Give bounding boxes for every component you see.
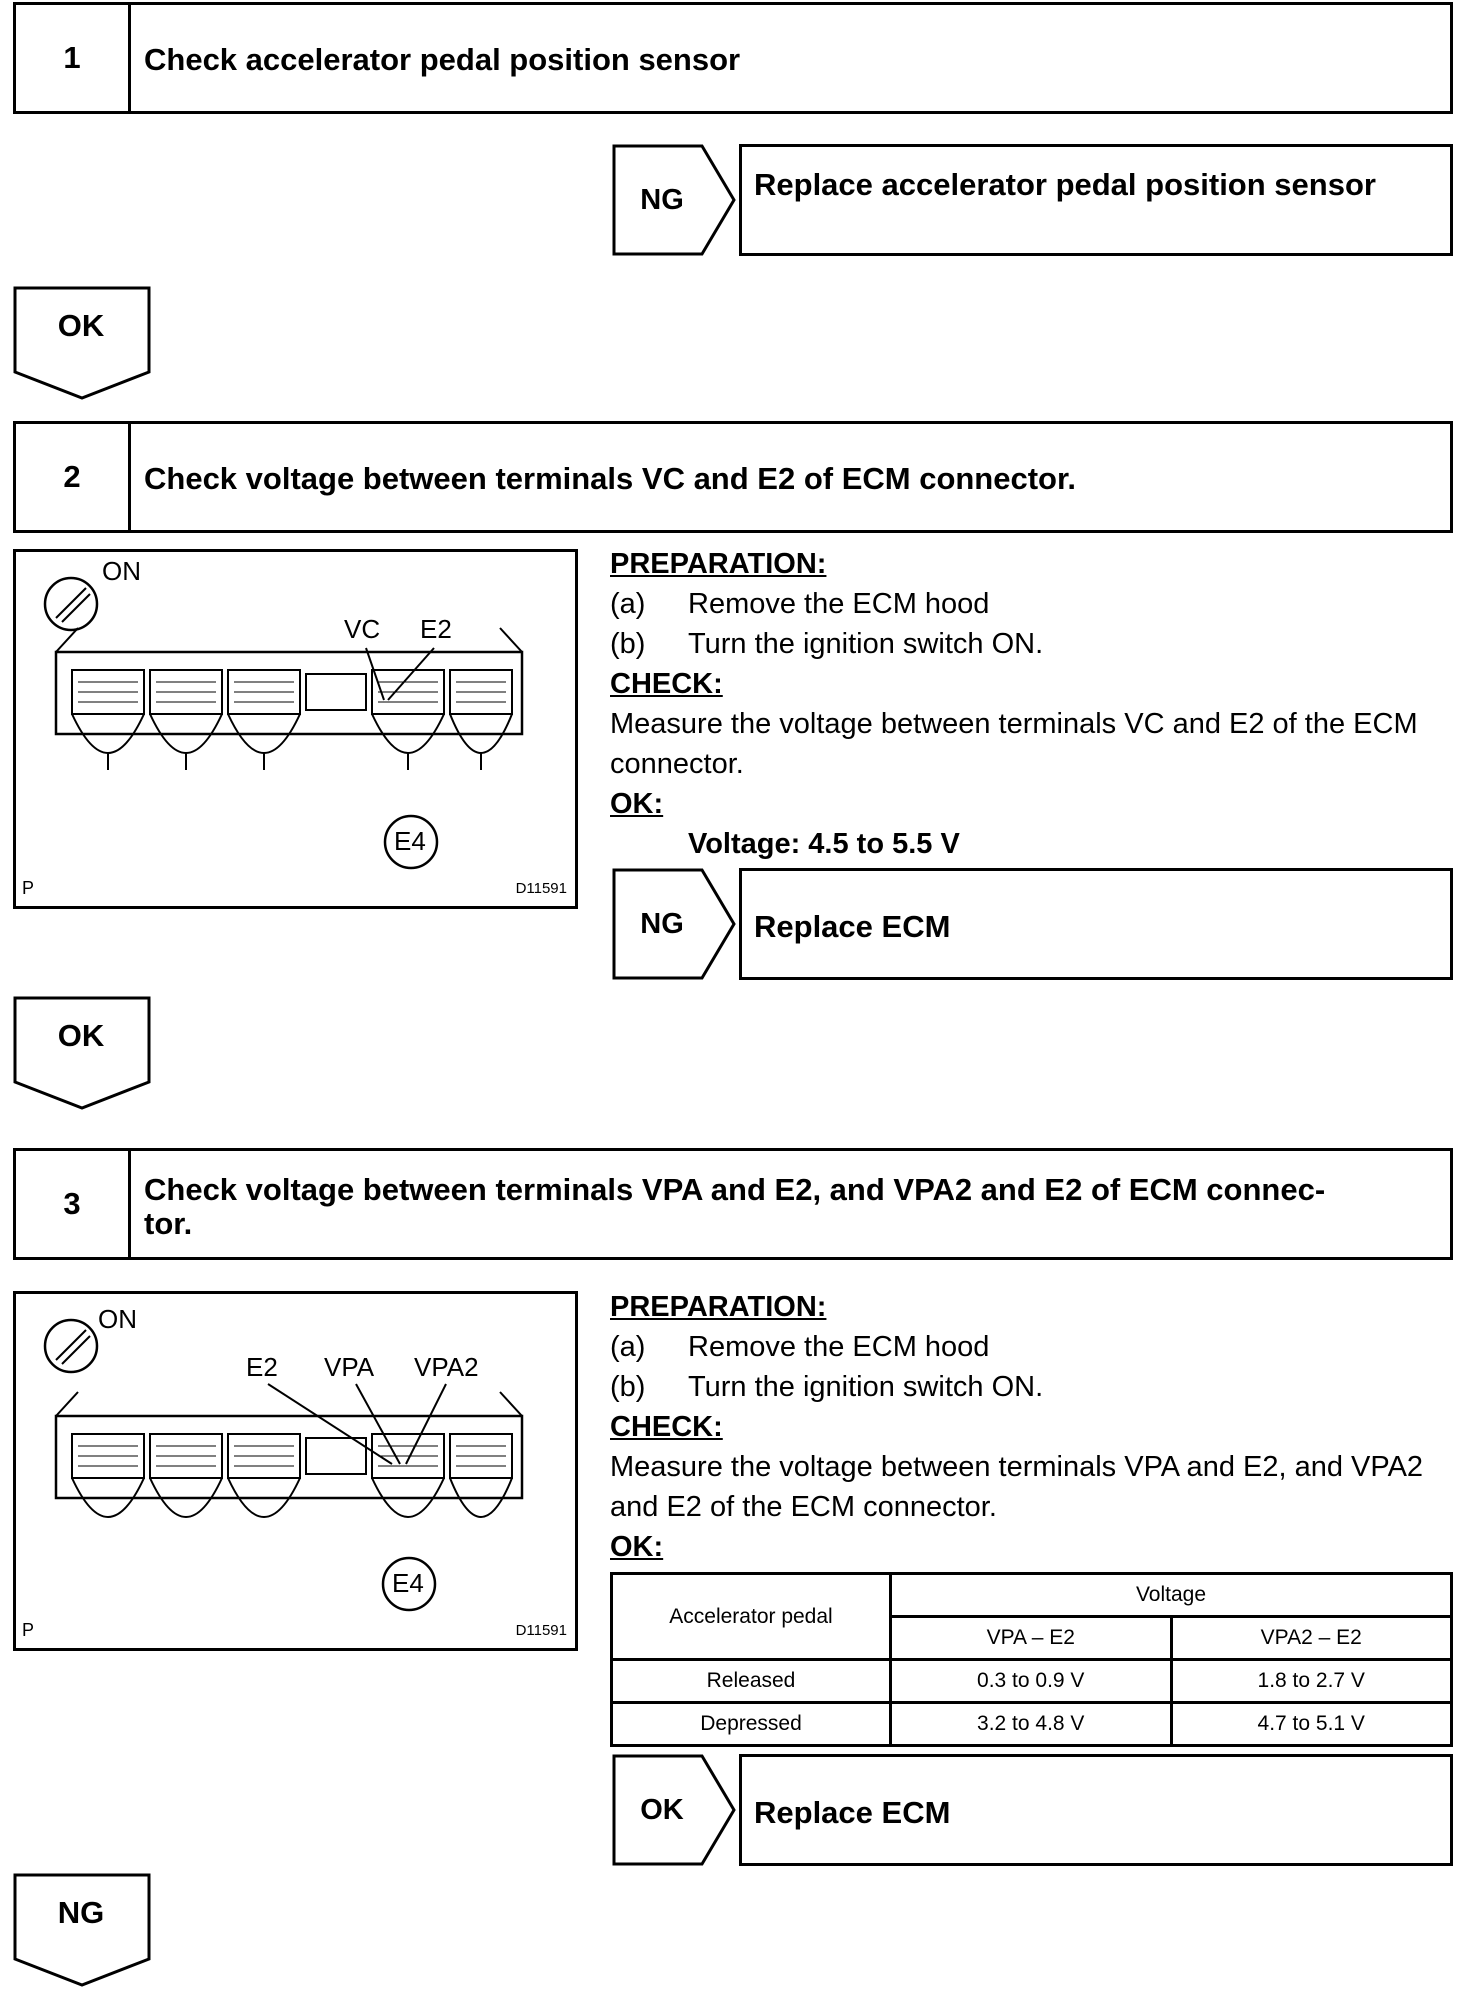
terminal-label-vc: VC <box>344 614 381 644</box>
ecm-connector-figure-vc-e2: ON VC E2 E4 P D11591 <box>13 549 578 909</box>
ok-result-arrow: OK <box>612 1754 736 1866</box>
connector-label-e4: E4 <box>394 826 426 856</box>
arrow-shape <box>612 868 736 980</box>
step-number: 1 <box>16 5 131 111</box>
step-title: Check voltage between terminals VC and E… <box>144 461 1076 496</box>
preparation-item: (a) Remove the ECM hood <box>610 1327 1470 1367</box>
item-text: Turn the ignition switch ON. <box>688 1371 1044 1403</box>
ok-arrow: OK <box>13 286 151 400</box>
table-cell-vpa: 0.3 to 0.9 V <box>889 1658 1173 1704</box>
ecm-connector-figure-vpa: ON E2 VPA VPA2 E4 P D11591 <box>13 1291 578 1651</box>
table-row: Released 0.3 to 0.9 V 1.8 to 2.7 V <box>610 1658 1453 1704</box>
ignition-switch-icon <box>43 1318 99 1374</box>
preparation-heading: PREPARATION: <box>610 548 827 580</box>
ignition-switch-icon <box>43 576 99 632</box>
down-arrow-shape <box>13 286 151 400</box>
ng-label: NG <box>57 1895 105 1930</box>
ok-action-box: Replace ECM <box>739 1754 1453 1866</box>
table-cell-vpa2: 1.8 to 2.7 V <box>1169 1658 1453 1704</box>
ng-label: NG <box>640 907 684 940</box>
arrow-shape <box>612 144 736 256</box>
ng-arrow: NG <box>612 144 736 256</box>
ng-arrow: NG <box>612 868 736 980</box>
ok-label: OK <box>57 308 105 343</box>
terminal-label-e2: E2 <box>246 1352 278 1382</box>
ok-action: Replace ECM <box>754 1795 951 1830</box>
figure-id: D11591 <box>515 880 567 897</box>
table-subheader-vpa: VPA – E2 <box>889 1615 1173 1661</box>
step-title: Check accelerator pedal position sensor <box>144 42 741 77</box>
ng-label: NG <box>640 183 684 216</box>
step-title-line-1: Check voltage between terminals VPA and … <box>144 1172 1326 1207</box>
down-arrow-shape <box>13 1873 151 1987</box>
down-arrow-shape <box>13 996 151 1110</box>
item-key: (b) <box>610 628 646 660</box>
step-number: 2 <box>16 424 131 530</box>
preparation-item: (b) Turn the ignition switch ON. <box>610 624 1470 664</box>
table-header-pedal: Accelerator pedal <box>610 1572 892 1661</box>
step-title-line-2: tor. <box>144 1206 193 1241</box>
preparation-item: (a) Remove the ECM hood <box>610 584 1470 624</box>
step-number: 3 <box>16 1151 131 1257</box>
table-cell-state: Released <box>610 1658 892 1704</box>
item-text: Remove the ECM hood <box>688 588 990 620</box>
ok-result-label: OK <box>640 1793 684 1826</box>
terminal-label-vpa: VPA <box>324 1352 375 1382</box>
ng-action-box: Replace ECM <box>739 868 1453 980</box>
corner-label: P <box>22 1620 35 1640</box>
item-key: (a) <box>610 1331 646 1363</box>
terminal-label-vpa2: VPA2 <box>414 1352 479 1382</box>
preparation-heading: PREPARATION: <box>610 1291 827 1323</box>
ok-spec: Voltage: 4.5 to 5.5 V <box>688 828 960 860</box>
table-row: Depressed 3.2 to 4.8 V 4.7 to 5.1 V <box>610 1701 1453 1747</box>
check-text: Measure the voltage between terminals VC… <box>610 708 1418 780</box>
check-text: Measure the voltage between terminals VP… <box>610 1451 1424 1523</box>
table-cell-vpa2: 4.7 to 5.1 V <box>1169 1701 1453 1747</box>
ng-action: Replace accelerator pedal position senso… <box>754 167 1376 202</box>
step-1-header: 1 Check accelerator pedal position senso… <box>13 2 1453 114</box>
ok-heading: OK: <box>610 788 664 820</box>
ng-action: Replace ECM <box>754 909 951 944</box>
check-heading: CHECK: <box>610 668 723 700</box>
switch-on-label: ON <box>102 556 141 586</box>
item-text: Remove the ECM hood <box>688 1331 990 1363</box>
step-2-instructions: PREPARATION: (a) Remove the ECM hood (b) T… <box>610 544 1470 864</box>
connector-label-e4: E4 <box>392 1568 424 1598</box>
ng-down-arrow: NG <box>13 1873 151 1987</box>
arrow-shape <box>612 1754 736 1866</box>
ecm-connector-diagram <box>43 576 524 870</box>
ok-heading: OK: <box>610 1531 664 1563</box>
step-title: Check voltage between terminals VPA and … <box>144 1173 1426 1241</box>
ok-arrow: OK <box>13 996 151 1110</box>
corner-label: P <box>22 878 35 898</box>
item-text: Turn the ignition switch ON. <box>688 628 1044 660</box>
step-3-instructions: PREPARATION: (a) Remove the ECM hood (b) T… <box>610 1287 1470 1567</box>
preparation-item: (b) Turn the ignition switch ON. <box>610 1367 1470 1407</box>
item-key: (b) <box>610 1371 646 1403</box>
figure-id: D11591 <box>515 1622 567 1639</box>
item-key: (a) <box>610 588 646 620</box>
table-cell-vpa: 3.2 to 4.8 V <box>889 1701 1173 1747</box>
voltage-spec-table: Accelerator pedal Voltage VPA – E2 VPA2 … <box>610 1572 1453 1747</box>
step-2-header: 2 Check voltage between terminals VC and… <box>13 421 1453 533</box>
switch-on-label: ON <box>98 1304 137 1334</box>
table-cell-state: Depressed <box>610 1701 892 1747</box>
ng-action-box: Replace accelerator pedal position senso… <box>739 144 1453 256</box>
terminal-label-e2: E2 <box>420 614 452 644</box>
table-header-voltage: Voltage <box>889 1572 1453 1618</box>
table-subheader-vpa2: VPA2 – E2 <box>1169 1615 1453 1661</box>
check-heading: CHECK: <box>610 1411 723 1443</box>
ok-label: OK <box>57 1018 105 1053</box>
ecm-connector-diagram <box>43 1318 524 1612</box>
step-3-header: 3 Check voltage between terminals VPA an… <box>13 1148 1453 1260</box>
